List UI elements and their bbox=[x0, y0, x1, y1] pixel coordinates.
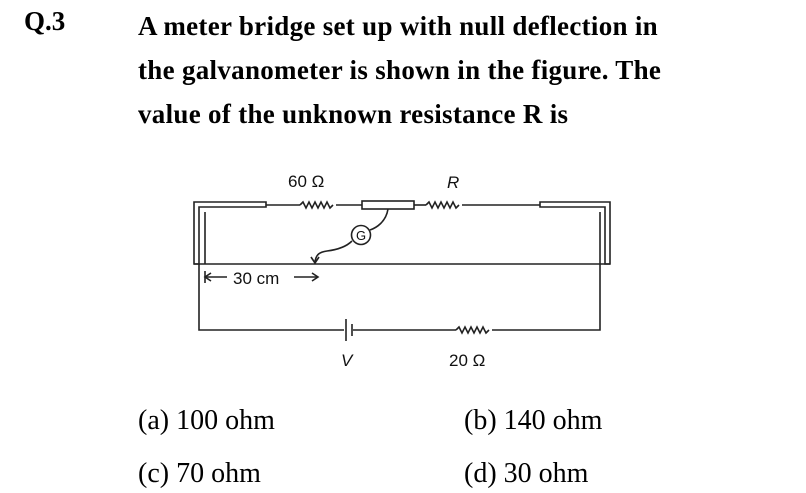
galvanometer-label: G bbox=[356, 228, 366, 243]
question-text: A meter bridge set up with null deflecti… bbox=[138, 4, 798, 136]
resistor-60-zigzag bbox=[299, 200, 334, 210]
label-60-ohm: 60 Ω bbox=[288, 172, 324, 191]
label-20-ohm: 20 Ω bbox=[449, 351, 485, 370]
question-line-1: A meter bridge set up with null deflecti… bbox=[138, 11, 658, 41]
label-r: R bbox=[447, 173, 459, 192]
question-line-2: the galvanometer is shown in the figure.… bbox=[138, 55, 662, 85]
question-number: Q.3 bbox=[24, 6, 66, 36]
galvanometer-wire bbox=[369, 208, 389, 231]
option-c[interactable]: (c) 70 ohm bbox=[138, 458, 261, 489]
resistor-r-zigzag bbox=[425, 200, 460, 210]
label-v: V bbox=[341, 351, 354, 370]
jockey-wire bbox=[314, 240, 353, 263]
outer-circuit-wire bbox=[198, 264, 344, 331]
middle-metal-strip bbox=[361, 200, 415, 210]
option-b[interactable]: (b) 140 ohm bbox=[464, 405, 603, 436]
option-d[interactable]: (d) 30 ohm bbox=[464, 458, 589, 489]
option-a[interactable]: (a) 100 ohm bbox=[138, 405, 275, 436]
resistor-20-zigzag bbox=[455, 325, 490, 335]
label-30-cm: 30 cm bbox=[233, 269, 279, 288]
galvanometer bbox=[350, 224, 372, 246]
question-line-3: value of the unknown resistance R is bbox=[138, 99, 569, 129]
